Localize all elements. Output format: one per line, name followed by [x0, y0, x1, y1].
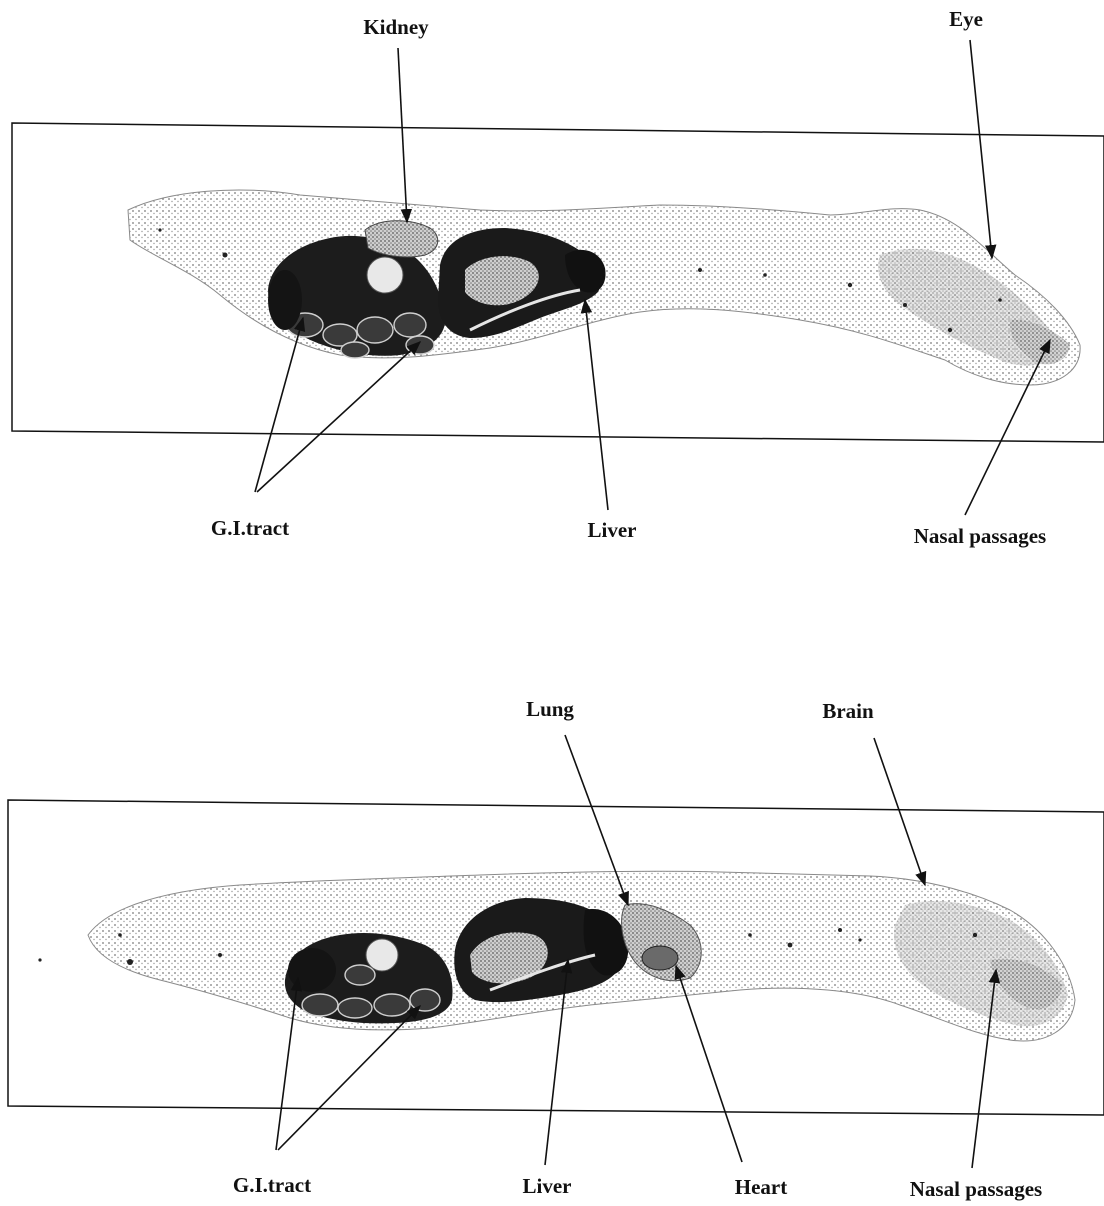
top-label-kidney: Kidney	[363, 15, 429, 39]
top-arrow-eye	[970, 40, 992, 258]
top-gi-left-lobe	[268, 270, 302, 330]
bottom-label-lung: Lung	[526, 697, 574, 721]
bottom-arrow-brain	[874, 738, 925, 885]
top-panel: Kidney Eye G.I.tract Liver Nasal passage…	[12, 7, 1104, 548]
bottom-label-heart: Heart	[735, 1175, 787, 1199]
bottom-gi-lumen	[366, 939, 398, 971]
top-label-nasal-passages: Nasal passages	[914, 524, 1046, 548]
top-arrow-gi-tract-1	[255, 318, 303, 492]
bottom-label-liver: Liver	[523, 1174, 572, 1198]
bottom-panel: Lung Brain G.I.tract Liver Heart Nasal p…	[8, 697, 1104, 1201]
bottom-label-nasal-passages: Nasal passages	[910, 1177, 1042, 1201]
top-label-gi-tract: G.I.tract	[211, 516, 289, 540]
top-arrow-liver	[585, 300, 608, 510]
top-kidney-tissue	[365, 221, 438, 257]
bottom-label-brain: Brain	[822, 699, 874, 723]
bottom-heart-tissue	[642, 946, 678, 970]
bottom-arrow-heart	[676, 966, 742, 1162]
top-arrow-gi-tract-2	[257, 342, 420, 492]
top-label-eye: Eye	[949, 7, 983, 31]
top-label-liver: Liver	[588, 518, 637, 542]
top-arrow-kidney	[398, 48, 407, 222]
bottom-gi-left-lobe	[288, 948, 336, 992]
top-gi-lumen	[367, 257, 403, 293]
bottom-label-gi-tract: G.I.tract	[233, 1173, 311, 1197]
